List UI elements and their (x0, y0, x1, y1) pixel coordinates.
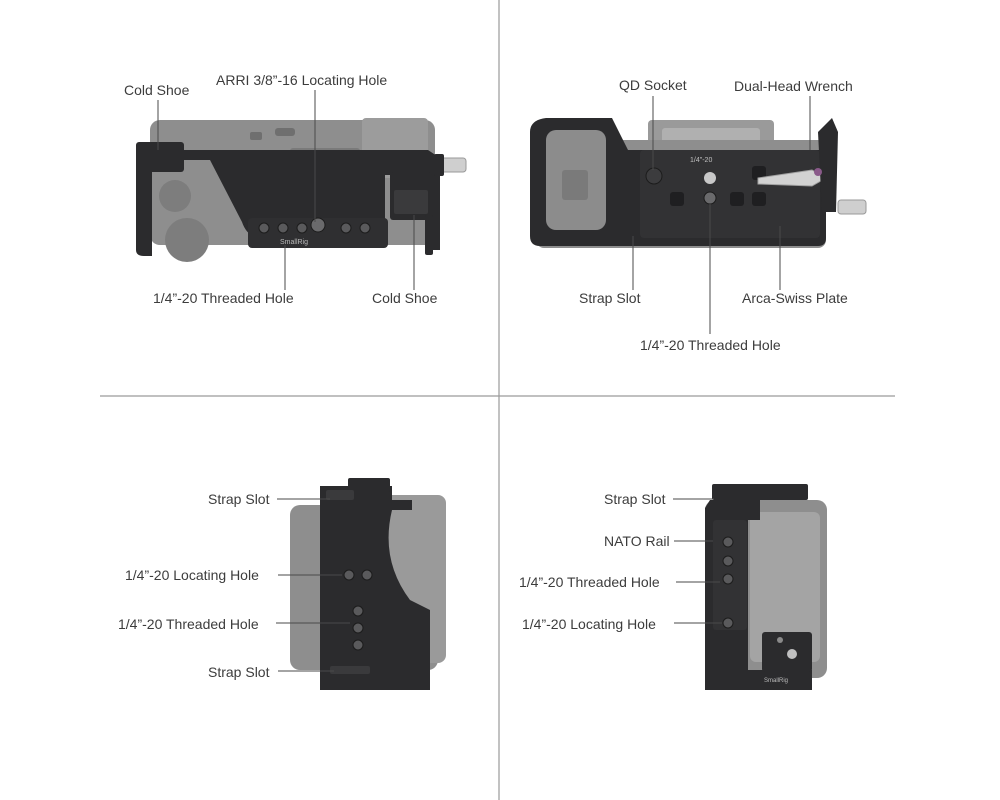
side-knob (837, 199, 867, 215)
wrench-head (818, 118, 838, 212)
wrench-accent (814, 168, 822, 176)
top-handle-block (348, 478, 390, 492)
bottom-plate (762, 632, 812, 672)
camera-right-door (750, 512, 820, 662)
label-threaded-hole-tr: 1/4”-20 Threaded Hole (640, 337, 781, 353)
label-cold-shoe-right: Cold Shoe (372, 290, 438, 306)
cage-left-upright (136, 142, 184, 172)
bottom-screw-a (787, 649, 797, 659)
label-qd-socket: QD Socket (619, 77, 687, 93)
bottom-left-leaders (276, 498, 350, 672)
bottom-right-cage-view (705, 484, 827, 690)
label-threaded-hole-tl: 1/4”-20 Threaded Hole (153, 290, 294, 306)
label-arri-locating-hole: ARRI 3/8”-16 Locating Hole (216, 72, 388, 88)
label-locating-hole-bl: 1/4”-20 Locating Hole (125, 567, 259, 583)
top-right-cage-view (530, 118, 867, 248)
plate-holes (670, 166, 766, 206)
top-right-plate-engraving: 1/4"-20 (690, 157, 712, 164)
plate-center (640, 150, 820, 238)
bottom-strap-slot (330, 666, 370, 674)
camera-button-a (250, 132, 262, 140)
grip-cage (320, 486, 430, 690)
rear-rail-holes (258, 222, 371, 234)
release-knob-base (434, 154, 444, 176)
label-strap-slot-bl-bottom: Strap Slot (208, 664, 270, 680)
bottom-right-cage-engraving: SmallRig (764, 678, 788, 684)
cold-shoe-slot (394, 190, 428, 214)
plate-threaded-hole (703, 191, 717, 205)
qd-socket (645, 167, 663, 185)
dual-head-wrench (757, 169, 828, 187)
camera-button-b (275, 128, 295, 136)
label-cold-shoe-left: Cold Shoe (124, 82, 190, 98)
top-left-cage-view (136, 118, 467, 262)
label-arca-swiss-plate: Arca-Swiss Plate (742, 290, 848, 306)
plate-screw (704, 172, 716, 184)
bottom-screw-b (777, 637, 783, 643)
bottom-right-leaders (673, 498, 722, 624)
top-right-leaders (632, 96, 811, 334)
arri-locating-hole (310, 217, 326, 233)
label-strap-slot-bl-top: Strap Slot (208, 491, 270, 507)
grip-battery-door (562, 170, 588, 200)
top-clamp (712, 484, 808, 500)
label-strap-slot-tr: Strap Slot (579, 290, 641, 306)
camera-dial (165, 218, 209, 262)
side-holes (343, 569, 373, 651)
label-strap-slot-br: Strap Slot (604, 491, 666, 507)
camera-mode-dial (159, 180, 191, 212)
top-left-cage-engraving: SmallRig (280, 239, 308, 246)
top-left-leaders (157, 90, 415, 290)
label-nato-rail: NATO Rail (604, 533, 670, 549)
top-strap-slot (326, 490, 354, 500)
bottom-left-cage-view (290, 478, 446, 690)
rail-holes (722, 536, 734, 629)
label-threaded-hole-br: 1/4”-20 Threaded Hole (519, 574, 660, 590)
lever (425, 215, 433, 255)
label-locating-hole-br: 1/4”-20 Locating Hole (522, 616, 656, 632)
label-threaded-hole-bl: 1/4”-20 Threaded Hole (118, 616, 259, 632)
label-dual-head-wrench: Dual-Head Wrench (734, 78, 853, 94)
